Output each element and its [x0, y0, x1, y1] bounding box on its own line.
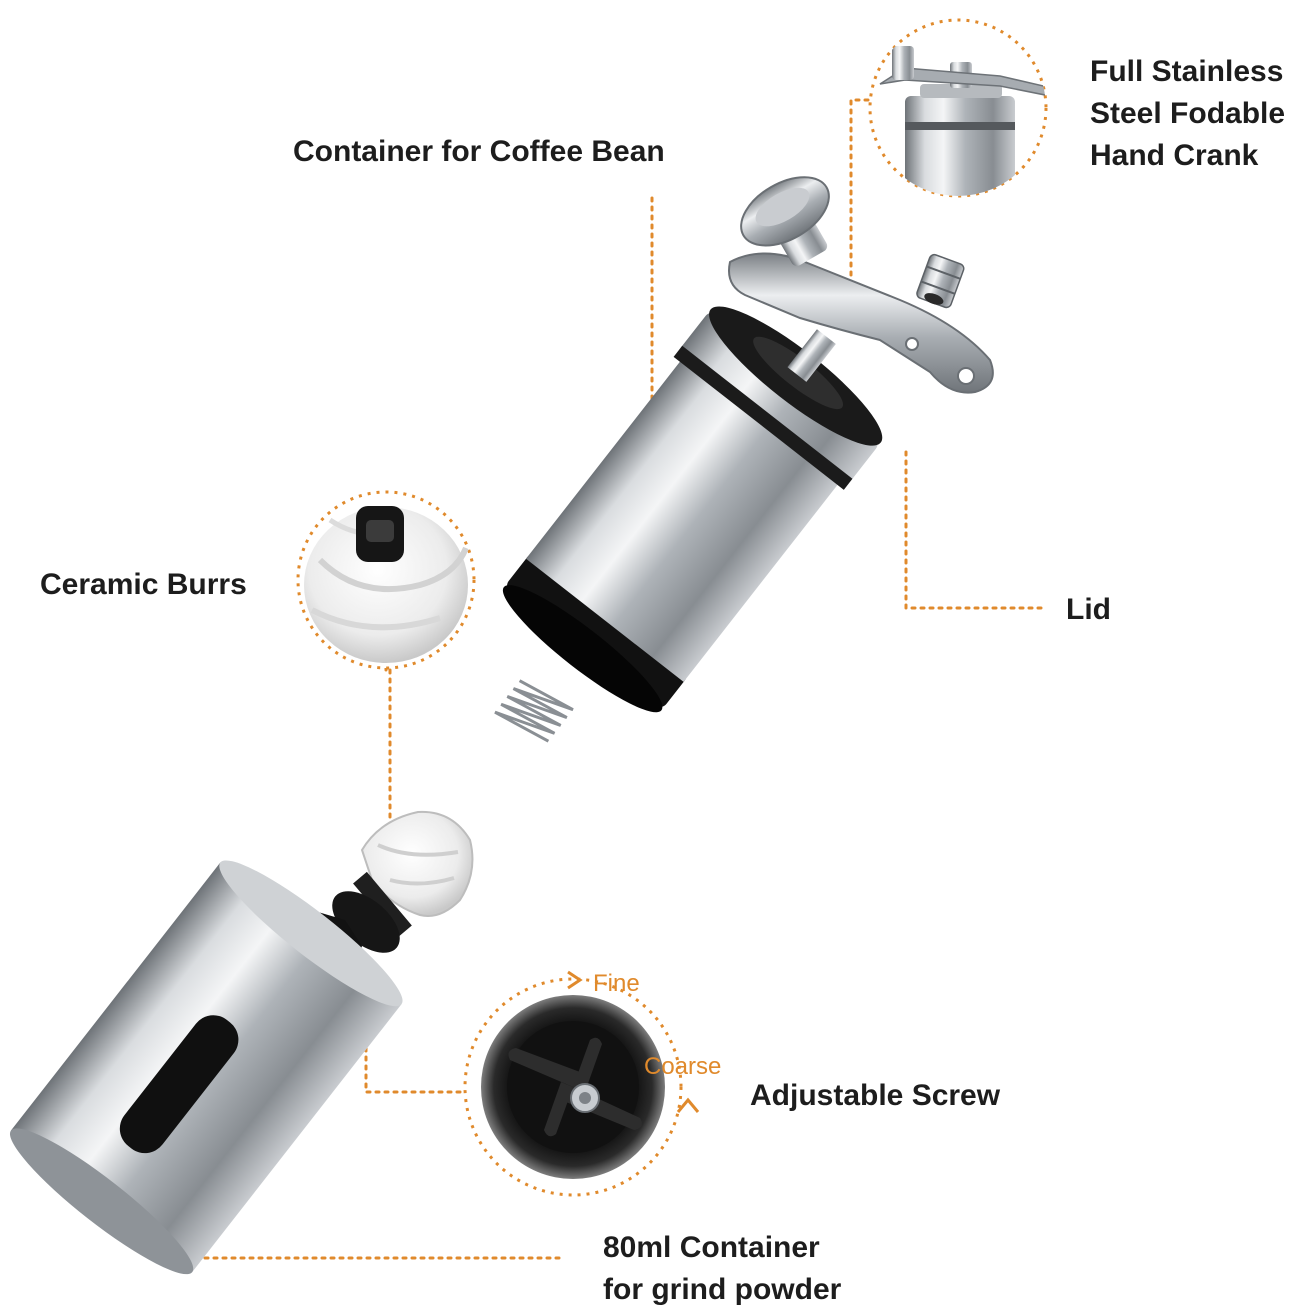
label-hand-crank-line-3: Hand Crank [1090, 139, 1259, 172]
label-container-bean: Container for Coffee Bean [293, 135, 665, 168]
dial-coarse-label: Coarse [644, 1053, 722, 1080]
label-ceramic-burrs: Ceramic Burrs [40, 568, 247, 601]
dial-fine-label: Fine [593, 970, 640, 997]
label-powder-container-line-2: for grind powder [603, 1273, 842, 1306]
coarse-arrow-icon [676, 1097, 700, 1113]
label-powder-container-line-1: 80ml Container [603, 1231, 820, 1264]
leader-hand-crank [849, 98, 870, 314]
label-hand-crank-line-2: Steel Fodable [1090, 97, 1286, 130]
hand-crank-arm [728, 176, 994, 394]
adjustable-screw-detail [463, 970, 700, 1197]
bean-container-body [494, 306, 883, 743]
powder-container-body [9, 860, 403, 1275]
fine-arrow-icon [567, 970, 583, 990]
spring [494, 679, 574, 743]
hand-crank-detail [868, 18, 1048, 198]
label-adjustable-screw: Adjustable Screw [750, 1079, 1001, 1112]
burr-assembly [296, 810, 474, 990]
label-powder-container: 80ml Container for grind powder [603, 1227, 841, 1311]
leader-lid [904, 450, 1048, 610]
ceramic-burrs-detail [296, 490, 476, 670]
label-hand-crank: Full Stainless Steel Fodable Hand Crank [1090, 51, 1285, 177]
label-lid: Lid [1066, 593, 1111, 626]
label-hand-crank-line-1: Full Stainless [1090, 55, 1284, 88]
